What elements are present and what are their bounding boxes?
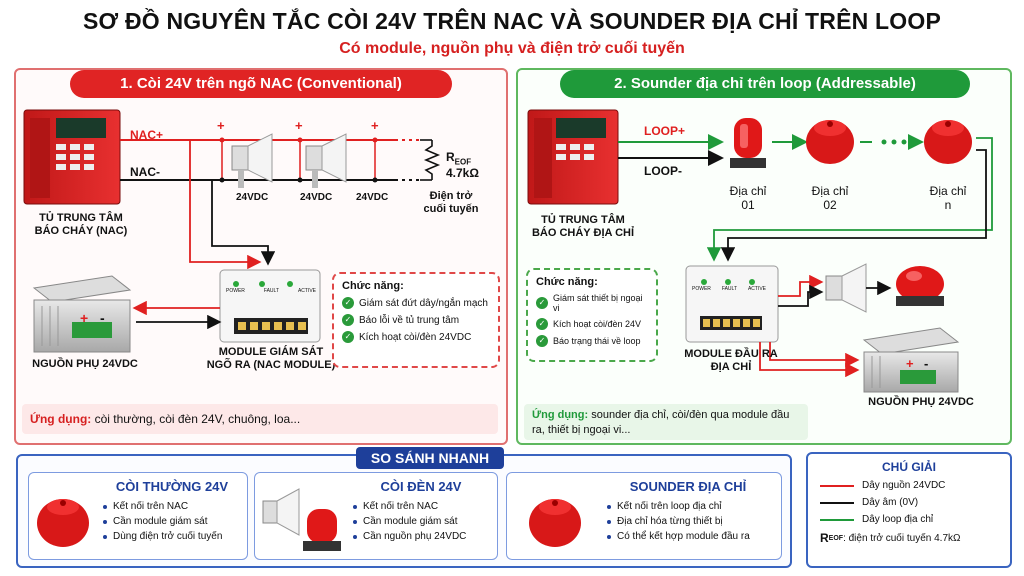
check-icon: ✓ [342, 331, 354, 343]
plus-mark-2: + [295, 118, 303, 133]
card-title: CÒI THƯỜNG 24V [115, 479, 229, 494]
legend-title: CHÚ GIẢI [882, 460, 936, 474]
loop-functions-box: Chức năng: ✓Giám sát thiết bị ngoại vi ✓… [526, 268, 658, 362]
plus-mark-3: + [371, 118, 379, 133]
legend-item: Dây âm (0V) [820, 497, 998, 508]
beacon-address-01 [730, 118, 766, 168]
nac-application: Ứng dụng: còi thường, còi đèn 24V, chuôn… [22, 404, 498, 434]
loop-panel-header: 2. Sounder địa chỉ trên loop (Addressabl… [560, 70, 970, 98]
compare-card-addressable-sounder: SOUNDER ĐỊA CHỈ Kết nối trên loop địa ch… [506, 472, 782, 560]
reof-label: REOF [446, 150, 472, 167]
card-title: SOUNDER ĐỊA CHỈ [629, 479, 747, 494]
address-01-label: Địa chỉ 01 [729, 184, 767, 213]
legend-item: Dây nguồn 24VDC [820, 480, 998, 491]
compare-card-strobe-horn: CÒI ĐÈN 24V Kết nối trên NAC Cần module … [254, 472, 498, 560]
compare-header: SO SÁNH NHANH [356, 447, 504, 469]
psu1-minus: - [100, 310, 105, 326]
check-icon: ✓ [342, 297, 354, 309]
addressable-sounder-icon [529, 499, 581, 547]
eof-resistor [423, 140, 441, 180]
nac-functions-title: Chức năng: [342, 280, 404, 292]
card-items: Kết nối trên NAC Cần module giám sát Dùn… [103, 497, 249, 546]
addressable-panel-label: TỦ TRUNG TÂM BÁO CHÁY ĐỊA CHỈ [531, 214, 635, 240]
nac-plus-label: NAC+ [130, 128, 164, 142]
check-icon: ✓ [536, 318, 548, 330]
loop-plus-label: LOOP+ [644, 124, 686, 138]
nac-panel-header: 1. Còi 24V trên ngõ NAC (Conventional) [70, 70, 452, 98]
plus-mark-1: + [217, 118, 225, 133]
card-items: Kết nối trên loop địa chỉ Địa chỉ hóa từ… [607, 497, 777, 546]
output-module-label: MODULE ĐẦU RA ĐỊA CHỈ [684, 348, 778, 374]
legend-item: Dây loop địa chỉ [820, 514, 998, 525]
nac-module-label: MODULE GIÁM SÁT NGÕ RA (NAC MODULE) [206, 346, 336, 372]
check-icon: ✓ [536, 297, 548, 309]
loop-application: Ứng dụng: sounder địa chỉ, còi/đèn qua m… [524, 404, 808, 440]
horn-2 [305, 133, 347, 188]
loop-function-item: ✓Giám sát thiết bị ngoại vi [536, 293, 648, 313]
check-icon: ✓ [342, 314, 354, 326]
horn-strobe-icon [262, 488, 341, 551]
page-title: SƠ ĐỒ NGUYÊN TẮC CÒI 24V TRÊN NAC VÀ SOU… [83, 8, 941, 34]
regular-sounder-icon [37, 499, 89, 547]
nac-module [219, 269, 321, 343]
horn-1 [231, 133, 273, 188]
nac-fire-panel [23, 109, 121, 205]
sounder-address-02 [806, 120, 854, 164]
output-module [685, 265, 779, 343]
card-items: Kết nối trên NAC Cần module giám sát Cần… [353, 497, 499, 546]
check-icon: ✓ [536, 335, 548, 347]
dc-label-3: 24VDC [356, 192, 389, 203]
loop-minus-label: LOOP- [644, 164, 682, 178]
dc-label-2: 24VDC [300, 192, 333, 203]
nac-function-item: ✓Kích hoạt còi/đèn 24VDC [342, 331, 490, 343]
legend: CHÚ GIẢI Dây nguồn 24VDC Dây âm (0V) Dây… [806, 452, 1012, 568]
psu1-label: NGUỒN PHỤ 24VDC [32, 358, 138, 370]
nac-panel-label: TỦ TRUNG TÂM BÁO CHÁY (NAC) [34, 212, 128, 238]
psu2-plus: + [906, 356, 914, 371]
nac-functions-box: Chức năng: ✓Giám sát đứt dây/ngắn mạch ✓… [332, 272, 500, 368]
psu2-label: NGUỒN PHỤ 24VDC [868, 396, 974, 408]
psu-2 [862, 327, 960, 393]
dc-label-1: 24VDC [236, 192, 269, 203]
nac-function-item: ✓Báo lỗi về tủ trung tâm [342, 314, 490, 326]
nac-minus-label: NAC- [130, 165, 160, 179]
output-horn [825, 263, 867, 313]
loop-function-item: ✓Báo trạng thái về loop [536, 335, 648, 347]
sounder-address-n [924, 120, 972, 164]
psu-1 [32, 275, 132, 353]
card-title: CÒI ĐÈN 24V [380, 479, 462, 494]
loop-functions-title: Chức năng: [536, 276, 598, 288]
address-n-label: Địa chỉ n [929, 184, 967, 213]
loop-function-item: ✓Kích hoạt còi/đèn 24V [536, 318, 648, 330]
psu2-minus: - [924, 356, 929, 371]
psu1-plus: + [80, 310, 89, 326]
nac-function-item: ✓Giám sát đứt dây/ngắn mạch [342, 297, 490, 309]
output-strobe [896, 266, 944, 306]
page-subtitle: Có module, nguồn phụ và điện trở cuối tu… [339, 40, 685, 57]
reof-desc: Điện trở cuối tuyến [423, 190, 479, 216]
compare-card-regular-horn: CÒI THƯỜNG 24V Kết nối trên NAC Cần modu… [28, 472, 248, 560]
reof-value: 4.7kΩ [446, 166, 479, 180]
addressable-fire-panel [527, 109, 619, 205]
address-02-label: Địa chỉ 02 [811, 184, 849, 213]
